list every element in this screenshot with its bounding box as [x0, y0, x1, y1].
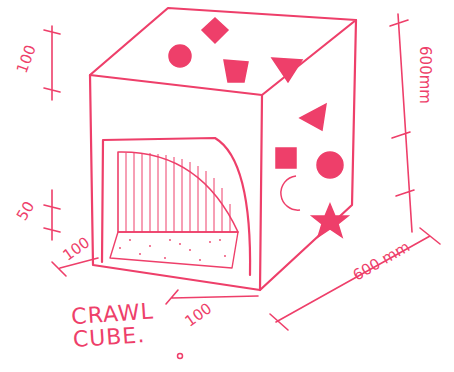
dimension-line: [44, 190, 60, 240]
sketch-title: CRAWL CUBE.: [70, 299, 163, 351]
shape-holes: [169, 18, 348, 237]
hatching: [126, 153, 230, 232]
floor-dots: [119, 239, 226, 261]
inner-quarter: [118, 152, 238, 232]
dimension-label: 600 mm: [350, 238, 413, 285]
inner-floor: [110, 232, 238, 268]
title-dot: [178, 354, 183, 359]
dimension-label: 100: [181, 299, 215, 330]
dimension-line: [390, 14, 414, 232]
dimension-label: 100: [13, 42, 40, 75]
front-face: [90, 75, 262, 290]
dimension-line: [44, 26, 60, 100]
dimension-label: 50: [13, 198, 38, 224]
dimension-line: [166, 290, 258, 304]
top-face: [90, 8, 356, 95]
dimension-line: [270, 228, 440, 330]
right-face: [260, 20, 356, 290]
dimension-label: 600mm: [416, 46, 434, 104]
crawl-opening: [102, 138, 250, 275]
